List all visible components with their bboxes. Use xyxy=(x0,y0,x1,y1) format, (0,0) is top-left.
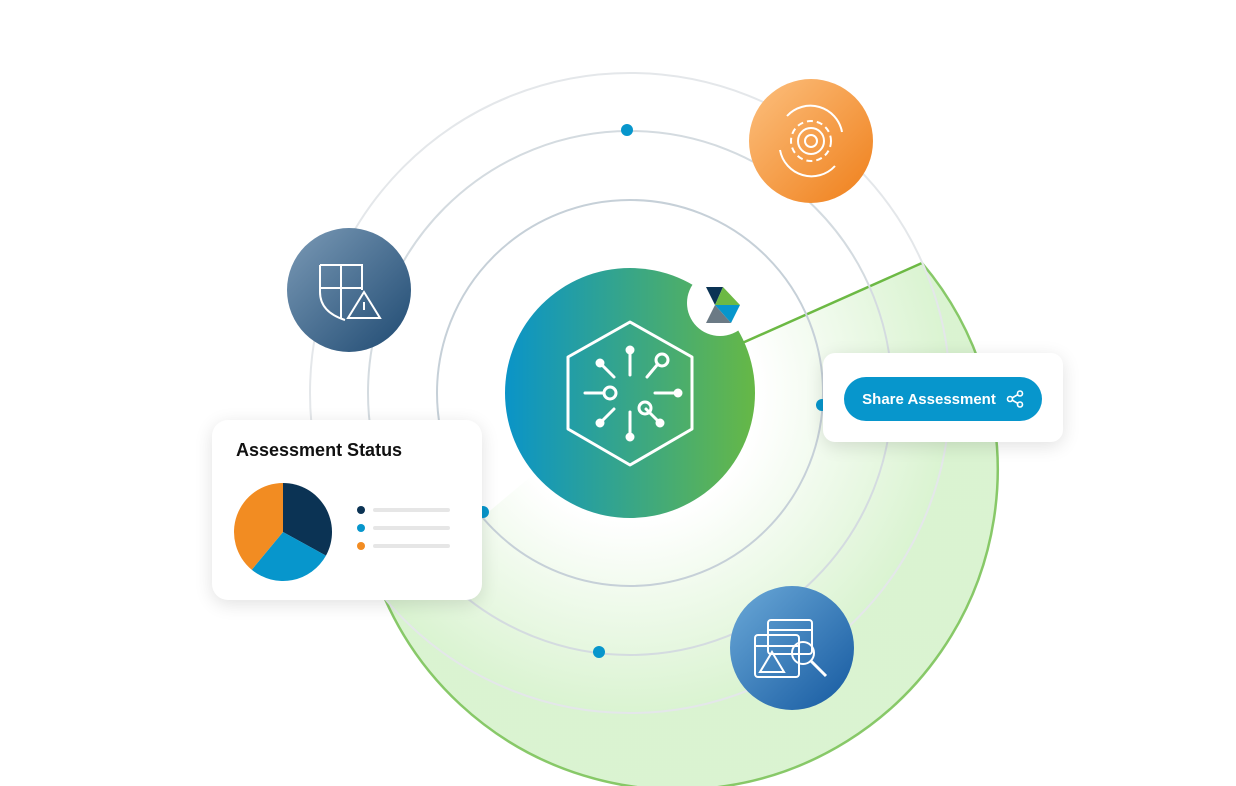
pie-slice xyxy=(283,483,332,556)
share-assessment-button[interactable]: Share Assessment xyxy=(844,377,1042,421)
legend xyxy=(357,506,450,550)
legend-dot xyxy=(357,506,365,514)
legend-dot xyxy=(357,542,365,550)
process-circle xyxy=(749,79,873,203)
window-search-icon xyxy=(754,619,828,678)
inspect-circle xyxy=(730,586,854,710)
risk-circle xyxy=(287,228,411,352)
share-label: Share Assessment xyxy=(862,390,996,408)
pie-slice xyxy=(251,532,326,581)
legend-bar xyxy=(373,544,450,548)
assessment-status-card: Assessment Status xyxy=(212,420,482,600)
pie-slice xyxy=(234,483,283,570)
gear-cycle-icon xyxy=(779,104,843,178)
legend-bar xyxy=(373,508,450,512)
share-icon xyxy=(1006,390,1024,408)
orbit-dot xyxy=(593,646,605,658)
orbit-dot xyxy=(621,124,633,136)
legend-dot xyxy=(357,524,365,532)
legend-bar xyxy=(373,526,450,530)
card-title: Assessment Status xyxy=(236,440,403,460)
shield-warning-icon xyxy=(319,264,382,321)
core-circle xyxy=(505,268,755,518)
brand-logo-icon xyxy=(706,287,740,323)
status-pie-chart xyxy=(234,483,450,581)
share-card: Share Assessment xyxy=(823,353,1063,442)
network-hexagon-icon xyxy=(566,320,694,467)
